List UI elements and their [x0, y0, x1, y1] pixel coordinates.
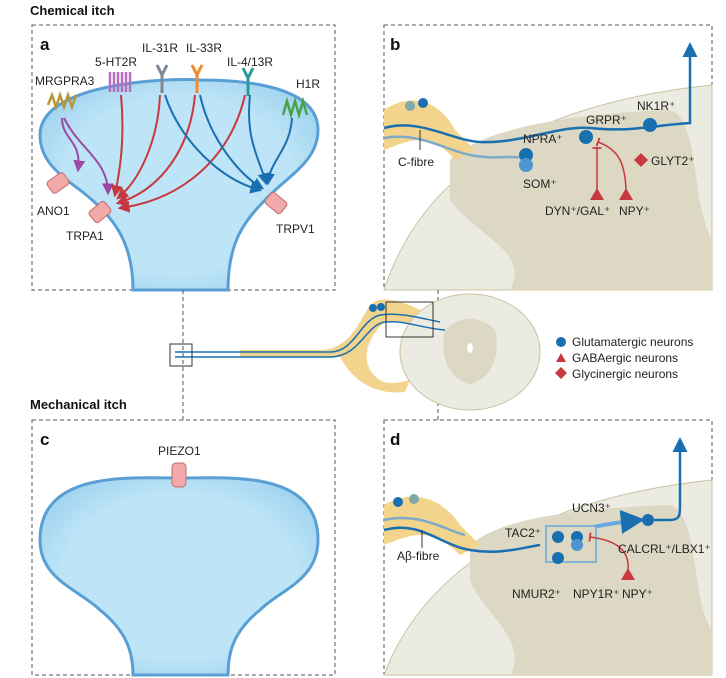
nerve-terminal-cell — [38, 78, 320, 292]
label-trpa1: TRPA1 — [66, 229, 104, 243]
npy-gabaergic-neuron — [619, 188, 633, 200]
label-trpv1: TRPV1 — [276, 222, 315, 236]
panel-b: b C-fibre NPRA⁺ GRPR⁺ NK1R⁺ SOM⁺ GLYT2⁺ … — [383, 24, 713, 291]
dyn-gal-gabaergic-neuron — [590, 188, 604, 200]
h1r-receptor-icon — [281, 96, 309, 120]
trpv1-channel-icon — [264, 191, 288, 215]
section-title-mechanical: Mechanical itch — [30, 397, 127, 412]
drg-neuron-dot — [418, 98, 428, 108]
label-il413r: IL-4/13R — [227, 55, 273, 69]
glycinergic-legend-icon — [555, 367, 567, 379]
drg-overview — [240, 299, 450, 393]
il33r-receptor-icon — [190, 64, 204, 93]
gabaergic-legend-icon — [556, 353, 566, 362]
label-abeta-fibre: Aβ-fibre — [397, 549, 440, 563]
npy1r-neuron — [571, 539, 583, 551]
glyt2-glycinergic-neuron — [634, 153, 648, 167]
tac2-neuron — [552, 531, 564, 543]
mrgpra3-receptor-icon — [46, 91, 78, 111]
panel-letter-a: a — [40, 35, 50, 54]
drg-neuron-dot — [405, 101, 415, 111]
label-ucn3: UCN3⁺ — [572, 501, 611, 515]
il413r-receptor-icon — [241, 67, 255, 96]
grpr-neuron — [579, 130, 593, 144]
mechanical-nerve-terminal — [38, 476, 320, 677]
panel-letter-c: c — [40, 430, 49, 449]
label-som: SOM⁺ — [523, 177, 557, 191]
label-grpr: GRPR⁺ — [586, 113, 627, 127]
piezo1-channel-icon — [171, 462, 187, 488]
c-fibre-axons — [383, 42, 698, 160]
legend-glycinergic: Glycinergic neurons — [572, 367, 678, 381]
label-npra: NPRA⁺ — [523, 132, 563, 146]
skin-zoom-box — [169, 343, 193, 367]
dorsal-horn-zoom-box — [385, 301, 434, 338]
label-npy-b: NPY⁺ — [619, 204, 650, 218]
label-il31r: IL-31R — [142, 41, 178, 55]
label-h1r: H1R — [296, 77, 320, 91]
label-5ht2r: 5-HT2R — [95, 55, 137, 69]
calcrl-lbx1-neuron — [642, 514, 654, 526]
dorsal-horn-grey-matter — [450, 109, 712, 290]
panel-d: d Aβ-fibre UCN3⁺ TAC2⁺ CALCRL⁺/LBX1⁺ NMU… — [383, 419, 713, 676]
label-npy-d: NPY⁺ — [622, 587, 653, 601]
npy-gabaergic-neuron-d — [621, 568, 635, 580]
il31r-receptor-icon — [155, 64, 169, 93]
som-neuron — [519, 158, 533, 172]
5ht2r-receptor-icon — [108, 72, 132, 92]
ano1-channel-icon — [46, 172, 70, 194]
npra-neuron — [519, 148, 533, 162]
label-dyn-gal: DYN⁺/GAL⁺ — [545, 204, 610, 218]
legend: Glutamatergic neurons GABAergic neurons … — [555, 335, 693, 381]
legend-glutamatergic: Glutamatergic neurons — [572, 335, 693, 349]
label-piezo1: PIEZO1 — [158, 444, 201, 458]
overview-axons — [175, 313, 446, 358]
label-ano1: ANO1 — [37, 204, 70, 218]
trpa1-channel-icon — [88, 200, 112, 224]
label-calcrl-lbx1: CALCRL⁺/LBX1⁺ — [618, 542, 711, 556]
glutamatergic-legend-icon — [556, 337, 566, 347]
label-nk1r: NK1R⁺ — [637, 99, 675, 113]
label-glyt2: GLYT2⁺ — [651, 154, 694, 168]
panel-c: c PIEZO1 — [31, 419, 336, 677]
label-c-fibre: C-fibre — [398, 155, 434, 169]
section-title-chemical: Chemical itch — [30, 3, 115, 18]
overview-schematic — [169, 290, 541, 423]
panel-letter-d: d — [390, 430, 400, 449]
drg-fibre-bundle-d — [384, 496, 480, 555]
nk1r-neuron — [643, 118, 657, 132]
label-il33r: IL-33R — [186, 41, 222, 55]
label-mrgpra3: MRGPRA3 — [35, 74, 95, 88]
legend-gabaergic: GABAergic neurons — [572, 351, 678, 365]
panel-a: a MRGPRA3 5-HT2R IL-31R IL-33R IL-4/13R … — [31, 24, 336, 292]
panel-letter-b: b — [390, 35, 400, 54]
label-nmur2: NMUR2⁺ — [512, 587, 561, 601]
signaling-arrows — [61, 94, 293, 213]
nmur2-neuron — [552, 552, 564, 564]
label-tac2: TAC2⁺ — [505, 526, 541, 540]
label-npy1r: NPY1R⁺ — [573, 587, 619, 601]
